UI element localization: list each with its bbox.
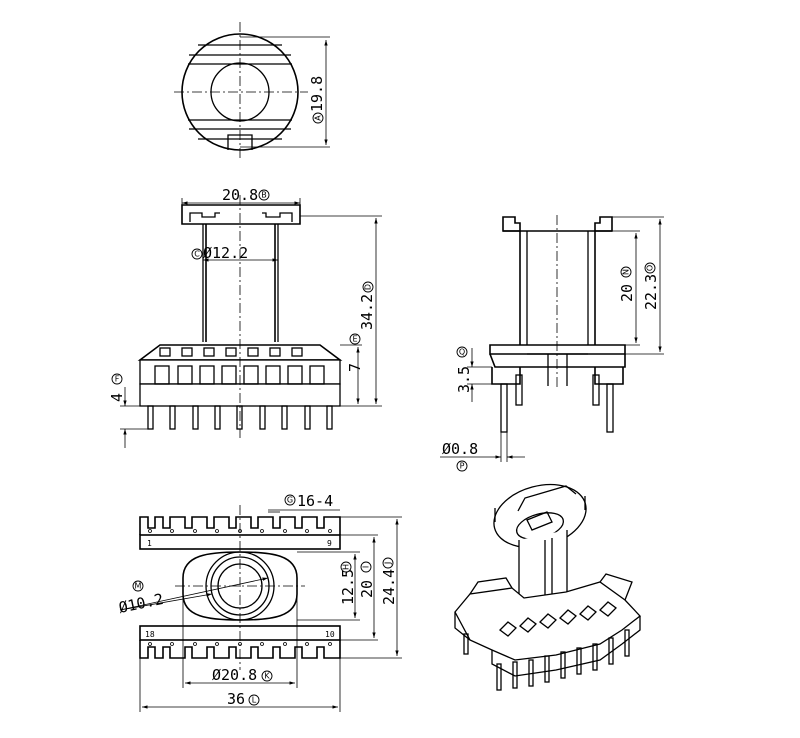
front-base-height: 7 [346,363,364,372]
pin-label-9: 9 [327,539,332,548]
bottom-flange-diameter-ref: K [264,672,270,681]
top-view: 19.8 A [174,22,330,160]
bottom-overall-length-ref: L [252,696,257,705]
bottom-row-span-ref: J [384,562,393,565]
bottom-row-span: 24.4 [380,569,398,605]
front-flange-width: 20.8 [222,186,258,204]
bottom-inner-diameter: Ø10.2 [117,590,165,617]
side-base-thickness-ref: Q [459,348,465,357]
bottom-flange-span: 20 [358,580,376,598]
side-bobbin-height-ref: O [646,265,655,271]
front-pin-length: 4 [108,393,126,402]
side-pin-diameter: Ø0.8 [442,440,478,458]
side-winding-height-ref: N [622,269,631,275]
bottom-flange-span-ref: I [362,566,371,568]
side-view: 20 N 22.3 O 3.5 Q Ø0.8 P [440,215,664,472]
front-pin-length-ref: F [115,375,120,384]
front-total-height: 34.2 [358,294,376,330]
pin-label-18: 18 [145,630,155,639]
front-core-ref: C [194,250,200,259]
bottom-view: 1 9 18 10 Ø10.2 M 16-4 G [117,492,402,712]
bottom-flange-diameter: Ø20.8 [212,666,257,684]
isometric-view [454,483,641,691]
side-base-thickness: 3.5 [455,366,473,393]
front-core-diameter: Ø12.2 [203,244,248,262]
bottom-inner-diameter-ref: M [135,582,142,591]
pin-label-1: 1 [147,539,152,548]
front-base-height-ref: E [352,335,357,344]
bottom-row-gap-ref: H [342,564,351,570]
front-view: C Ø12.2 [108,186,382,448]
side-bobbin-height: 22.3 [642,274,660,310]
side-pin-diameter-ref: P [460,462,465,471]
bottom-pin-pitch-ref: G [287,496,293,505]
top-diameter-ref: A [314,115,323,121]
bottom-pin-pitch: 16-4 [297,492,333,510]
front-flange-width-ref: B [261,191,267,200]
front-total-height-ref: D [364,284,373,290]
top-diameter-dimension: 19.8 [308,76,326,112]
bottom-row-gap: 12.5 [339,569,357,605]
pin-label-10: 10 [325,630,335,639]
side-winding-height: 20 [618,284,636,302]
bottom-overall-length: 36 [227,690,245,708]
